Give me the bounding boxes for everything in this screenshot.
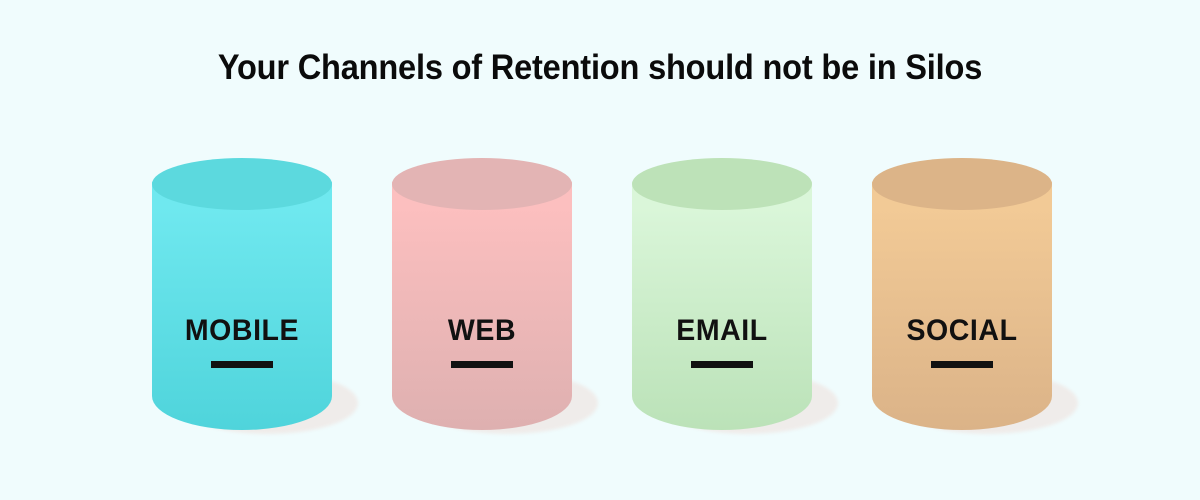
silo-body-fill [392, 182, 572, 430]
silo-label: SOCIAL [906, 314, 1018, 347]
silo-row: MOBILE WEB EMAIL [0, 158, 1200, 458]
silo-label: MOBILE [184, 314, 300, 347]
silo-social[interactable]: SOCIAL [872, 158, 1078, 434]
silo-label-group: MOBILE [152, 316, 332, 368]
silo-web[interactable]: WEB [392, 158, 598, 434]
silo-underline-rule [931, 361, 993, 368]
silo-body [392, 182, 572, 430]
silo-email[interactable]: EMAIL [632, 158, 838, 434]
silo-body-fill [632, 182, 812, 430]
silo-body [872, 182, 1052, 430]
silo-body [632, 182, 812, 430]
silo-top-ellipse [392, 158, 572, 210]
silo-mobile[interactable]: MOBILE [152, 158, 358, 434]
silo-label-group: WEB [392, 316, 572, 368]
silo-underline-rule [691, 361, 753, 368]
silo-body [152, 182, 332, 430]
silo-top-ellipse [152, 158, 332, 210]
silo-label-group: SOCIAL [872, 316, 1052, 368]
silo-top-ellipse [872, 158, 1052, 210]
silo-body-fill [872, 182, 1052, 430]
silo-underline-rule [451, 361, 513, 368]
page-title: Your Channels of Retention should not be… [217, 48, 983, 87]
silo-label: WEB [447, 314, 517, 347]
silo-underline-rule [211, 361, 273, 368]
silo-body-fill [152, 182, 332, 430]
silo-label-group: EMAIL [632, 316, 812, 368]
silo-label: EMAIL [676, 314, 768, 347]
silo-top-ellipse [632, 158, 812, 210]
